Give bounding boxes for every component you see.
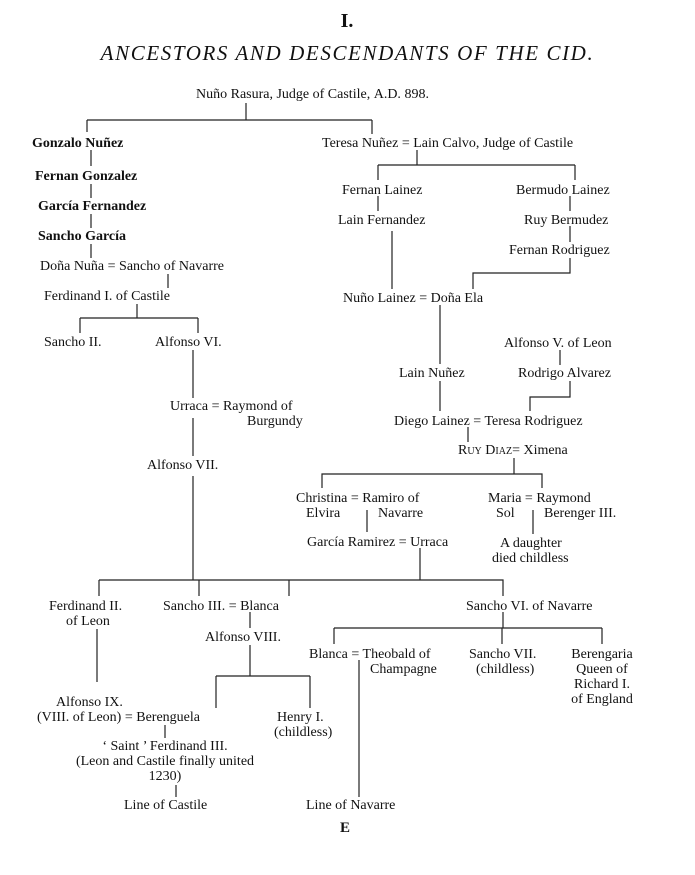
- ramiro-navarre: Navarre: [378, 506, 424, 521]
- couple-urraca-raymond-cont: Burgundy: [247, 414, 303, 429]
- person-saint-ferdinand-iii: ‘ Saint ’ Ferdinand III.: [102, 739, 228, 754]
- couple-blanca-theobald: Blanca = Theobald of: [309, 647, 431, 662]
- couple-christina-ramiro: Christina = Ramiro of: [296, 491, 420, 506]
- couple-teresa-lain-calvo: Teresa Nuñez = Lain Calvo, Judge of Cast…: [322, 136, 574, 151]
- person-garcia-fernandez: García Fernandez: [38, 199, 147, 214]
- couple-sancho-iii-blanca: Sancho III. = Blanca: [163, 599, 279, 614]
- connector-cid-children: [321, 458, 543, 488]
- page-title: ANCESTORS AND DESCENDANTS OF THE CID.: [100, 41, 595, 65]
- person-sancho-vii: Sancho VII.: [469, 647, 537, 662]
- root-ancestor: Nuño Rasura, Judge of Castile, A.D. 898.: [196, 87, 429, 102]
- person-alfonso-vii: Alfonso VII.: [147, 458, 219, 473]
- person-fernan-lainez: Fernan Lainez: [342, 183, 423, 198]
- connector-alfonsovii-children: [98, 476, 289, 596]
- berengaria-of-england: of England: [571, 692, 633, 707]
- daughter-died-childless: died childless: [492, 551, 569, 566]
- union-year-1230: 1230): [148, 769, 182, 784]
- couple-diego-teresa: Diego Lainez = Teresa Rodriguez: [394, 414, 583, 429]
- person-ferdinand-i: Ferdinand I. of Castile: [44, 289, 170, 304]
- couple-dona-nuna: Doña Nuña = Sancho of Navarre: [40, 259, 224, 274]
- henry-i-childless: (childless): [274, 725, 333, 740]
- connector-garcia-sanchovi: [288, 548, 504, 596]
- couple-garcia-ramirez-urraca: García Ramirez = Urraca: [307, 535, 449, 550]
- couple-nuno-lainez-dona-ela: Nuño Lainez = Doña Ela: [343, 291, 484, 306]
- person-henry-i: Henry I.: [277, 710, 324, 725]
- person-a-daughter: A daughter: [500, 536, 562, 551]
- person-bermudo-lainez: Bermudo Lainez: [516, 183, 610, 198]
- person-sancho-ii: Sancho II.: [44, 335, 102, 350]
- sancho-vii-childless: (childless): [476, 662, 535, 677]
- couple-the-cid-ximena: Ruy Diaz= Ximena: [458, 443, 568, 458]
- line-of-castile: Line of Castile: [124, 798, 208, 813]
- person-sancho-garcia: Sancho García: [38, 229, 127, 244]
- person-lain-nunez: Lain Nuñez: [399, 366, 465, 381]
- person-alfonso-vi: Alfonso VI.: [155, 335, 222, 350]
- connector-teresa-children: [377, 150, 576, 180]
- connector-fernan-nuno: [472, 258, 571, 289]
- connector-rodrigo-teresa: [529, 381, 571, 411]
- person-alfonso-ix: Alfonso IX.: [56, 695, 123, 710]
- ferdinand-ii-of-leon: of Leon: [66, 614, 110, 629]
- connector-alfonsoviii-children: [215, 645, 311, 708]
- raymond-berenger-iii: Berenger III.: [544, 506, 617, 521]
- person-ruy-diaz-the-cid: Ruy Diaz: [458, 443, 513, 458]
- connector-sanchovi-children: [333, 612, 603, 644]
- couple-alfonso-ix-berenguela: (VIII. of Leon) = Berenguela: [37, 710, 200, 725]
- person-gonzalo-nunez: Gonzalo Nuñez: [32, 136, 124, 151]
- person-fernan-gonzalez: Fernan Gonzalez: [35, 169, 138, 184]
- person-alfonso-viii: Alfonso VIII.: [205, 630, 281, 645]
- person-lain-fernandez: Lain Fernandez: [338, 213, 426, 228]
- person-rodrigo-alvarez: Rodrigo Alvarez: [518, 366, 611, 381]
- person-berengaria: Berengaria: [571, 647, 633, 662]
- theobald-champagne: Champagne: [370, 662, 437, 677]
- berengaria-richard-i: Richard I.: [574, 677, 630, 692]
- person-ferdinand-ii: Ferdinand II.: [49, 599, 123, 614]
- connector-ferdinand-children: [79, 304, 199, 333]
- connector-root: [86, 103, 373, 134]
- person-christina-elvira: Elvira: [306, 506, 341, 521]
- printer-signature-mark: E: [340, 820, 351, 836]
- person-sancho-vi: Sancho VI. of Navarre: [466, 599, 593, 614]
- leon-castile-united: (Leon and Castile finally united: [75, 754, 255, 769]
- berengaria-queen-of: Queen of: [576, 662, 628, 677]
- person-maria-sol: Sol: [496, 506, 515, 521]
- line-of-navarre: Line of Navarre: [306, 798, 396, 813]
- couple-maria-raymond: Maria = Raymond: [488, 491, 591, 506]
- person-fernan-rodriguez: Fernan Rodriguez: [509, 243, 610, 258]
- couple-urraca-raymond: Urraca = Raymond of: [170, 399, 293, 414]
- chapter-numeral: I.: [340, 10, 354, 32]
- person-ruy-bermudez: Ruy Bermudez: [524, 213, 609, 228]
- person-alfonso-v: Alfonso V. of Leon: [504, 336, 612, 351]
